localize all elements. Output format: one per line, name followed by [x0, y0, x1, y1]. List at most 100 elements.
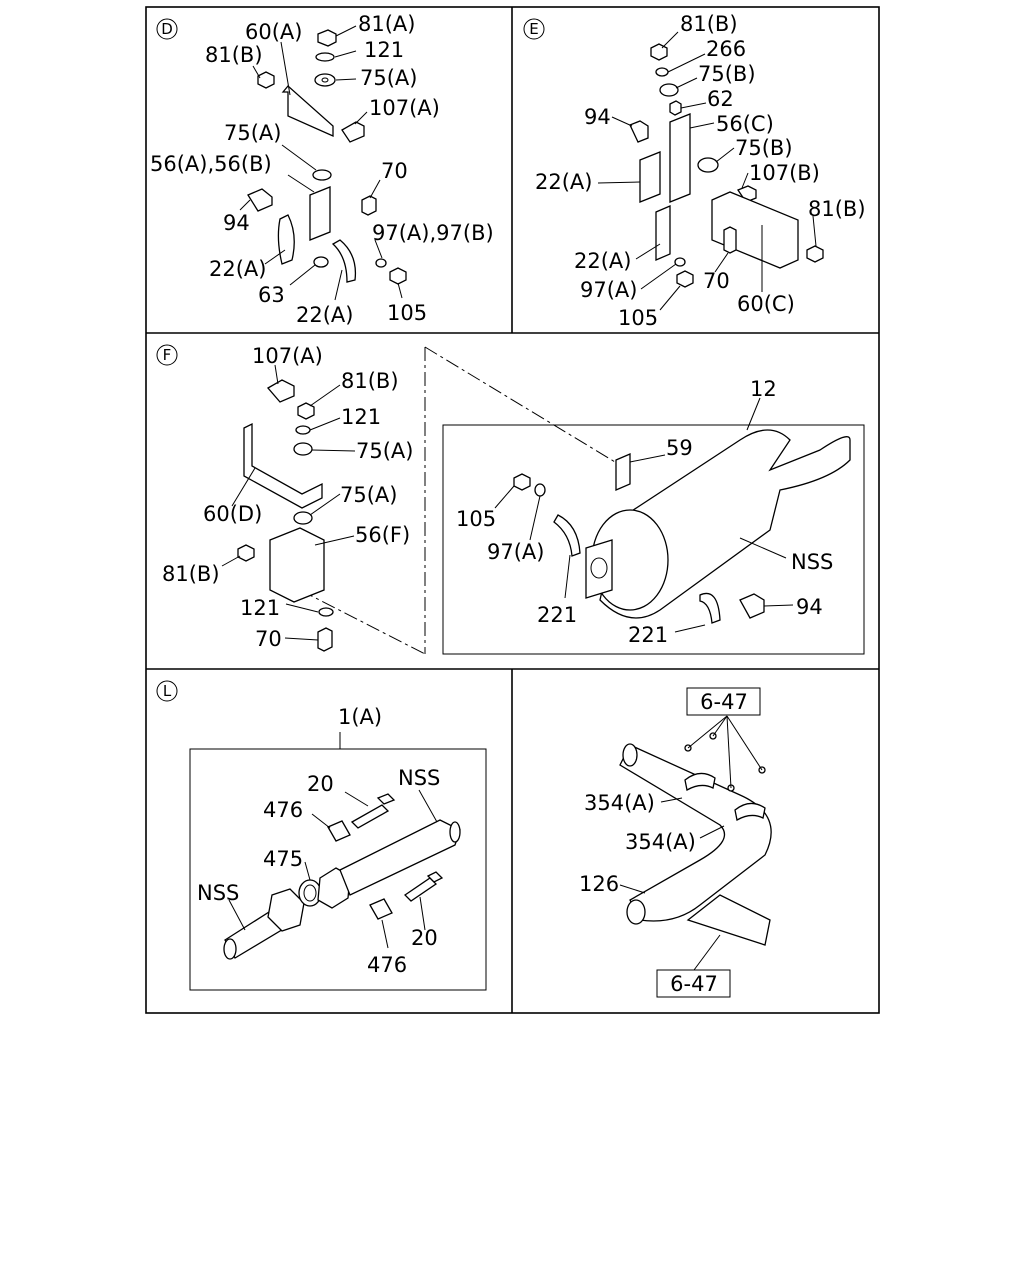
- bolt-94: [247, 188, 273, 212]
- bolt-107a: [341, 121, 365, 143]
- label-f-94: 94: [796, 595, 823, 619]
- panel-f: F: [156, 344, 865, 655]
- cushion-75a-top: [293, 442, 313, 456]
- label-l-20-top: 20: [307, 772, 334, 796]
- nut-476-top: [327, 820, 351, 842]
- label-e-97a: 97(A): [580, 278, 637, 302]
- label-f-107a: 107(A): [252, 344, 323, 368]
- label-f-105: 105: [456, 507, 496, 531]
- panel-l-marker-circle: [156, 680, 178, 702]
- nut-81b-top: [297, 402, 315, 420]
- bracket-22a-lower: [655, 205, 671, 261]
- label-d-63: 63: [258, 283, 285, 307]
- washer-121: [315, 52, 335, 62]
- tailpipe-outlet: [626, 899, 646, 925]
- pipe-left-end: [223, 938, 237, 960]
- nut-105: [389, 267, 407, 285]
- label-354a-mid: 354(A): [625, 830, 696, 854]
- panel-tailpipe-parts: [619, 732, 772, 946]
- label-e-62: 62: [707, 87, 734, 111]
- nut-81b-left: [237, 544, 255, 562]
- pipe-right-end: [449, 821, 461, 843]
- label-e-22a-lower: 22(A): [574, 249, 631, 273]
- label-l-475: 475: [263, 847, 303, 871]
- collar-62: [669, 100, 682, 116]
- label-f-81b-top: 81(B): [341, 369, 399, 393]
- tailpipe-126: [619, 744, 772, 922]
- bracket-56c: [669, 113, 691, 203]
- bracket-60d: [243, 422, 323, 509]
- label-f-221-right: 221: [628, 623, 668, 647]
- label-e-75b-top: 75(B): [698, 62, 756, 86]
- nut-81a: [317, 29, 337, 47]
- panel-f-parts: [237, 379, 851, 652]
- label-e-105: 105: [618, 306, 658, 330]
- label-e-56c: 56(C): [716, 112, 774, 136]
- label-d-60a: 60(A): [245, 20, 302, 44]
- label-e-22a-upper: 22(A): [535, 170, 592, 194]
- bolt-20-top: [350, 804, 390, 829]
- bolt-94: [629, 120, 649, 143]
- label-f-75a-top: 75(A): [356, 439, 413, 463]
- label-l-476-top: 476: [263, 798, 303, 822]
- panel-l-marker: L: [163, 682, 172, 700]
- label-d-22a-left: 22(A): [209, 257, 266, 281]
- label-d-75a-bottom: 75(A): [224, 121, 281, 145]
- panel-f-marker: F: [163, 346, 172, 364]
- tailpipe-inlet: [622, 743, 638, 767]
- pipe-right: [339, 819, 461, 896]
- cushion-75b-mid: [697, 157, 719, 173]
- label-e-70: 70: [703, 269, 730, 293]
- washer-97: [375, 258, 387, 268]
- nut-105: [513, 473, 531, 491]
- clamp-354a-top: [684, 772, 716, 792]
- heat-shield: [686, 894, 771, 946]
- washer-97a: [674, 257, 686, 267]
- label-l-nss-right: NSS: [398, 766, 440, 790]
- nut-105: [676, 270, 694, 288]
- panel-tailpipe: 6-47 354(A) 354(A) 126 6-47: [579, 687, 772, 998]
- label-d-75a-top: 75(A): [360, 66, 417, 90]
- ref-box-top: [686, 687, 761, 716]
- label-e-60c: 60(C): [737, 292, 795, 316]
- bracket-22a-upper: [639, 151, 661, 203]
- cushion-75a-top: [314, 73, 336, 87]
- label-d-81b: 81(B): [205, 43, 263, 67]
- label-f-121-bottom: 121: [240, 596, 280, 620]
- label-l-20-bottom: 20: [411, 926, 438, 950]
- pipe-inset-box: [189, 748, 487, 991]
- ref-box-bottom: [656, 969, 731, 998]
- nut-81b: [257, 71, 275, 89]
- bracket-60a: [281, 85, 334, 138]
- label-f-56f: 56(F): [355, 523, 410, 547]
- bracket-56f: [269, 527, 325, 603]
- bracket-59: [615, 453, 631, 491]
- clamp-22a-right: [331, 239, 357, 283]
- label-f-75a-bottom: 75(A): [340, 483, 397, 507]
- label-e-75b-mid: 75(B): [735, 136, 793, 160]
- label-ref-bottom: 6-47: [670, 972, 718, 996]
- label-e-81b-right: 81(B): [808, 197, 866, 221]
- label-126: 126: [579, 872, 619, 896]
- bolt-70: [361, 195, 377, 216]
- bolt-20-top-head: [376, 793, 396, 805]
- label-d-107a: 107(A): [369, 96, 440, 120]
- panel-tailpipe-leaders: [619, 715, 763, 971]
- label-f-70: 70: [255, 627, 282, 651]
- label-d-22a-bottom: 22(A): [296, 303, 353, 327]
- clamp-22a-left: [277, 214, 295, 265]
- bolt-70: [723, 226, 737, 254]
- panel-l: L 1(A) 20: [156, 680, 487, 991]
- panel-e: E: [523, 12, 866, 330]
- bolt-20-bottom-head: [426, 871, 444, 883]
- cushion-75a-bottom: [312, 169, 332, 181]
- label-f-12: 12: [750, 377, 777, 401]
- label-e-81b-top: 81(B): [680, 12, 738, 36]
- label-f-nss: NSS: [791, 550, 833, 574]
- panel-l-leaders: [228, 789, 438, 949]
- muffler-flange: [585, 539, 613, 599]
- bracket-56: [309, 186, 331, 241]
- label-l-1a: 1(A): [338, 705, 382, 729]
- label-d-121: 121: [364, 38, 404, 62]
- label-ref-top: 6-47: [700, 690, 748, 714]
